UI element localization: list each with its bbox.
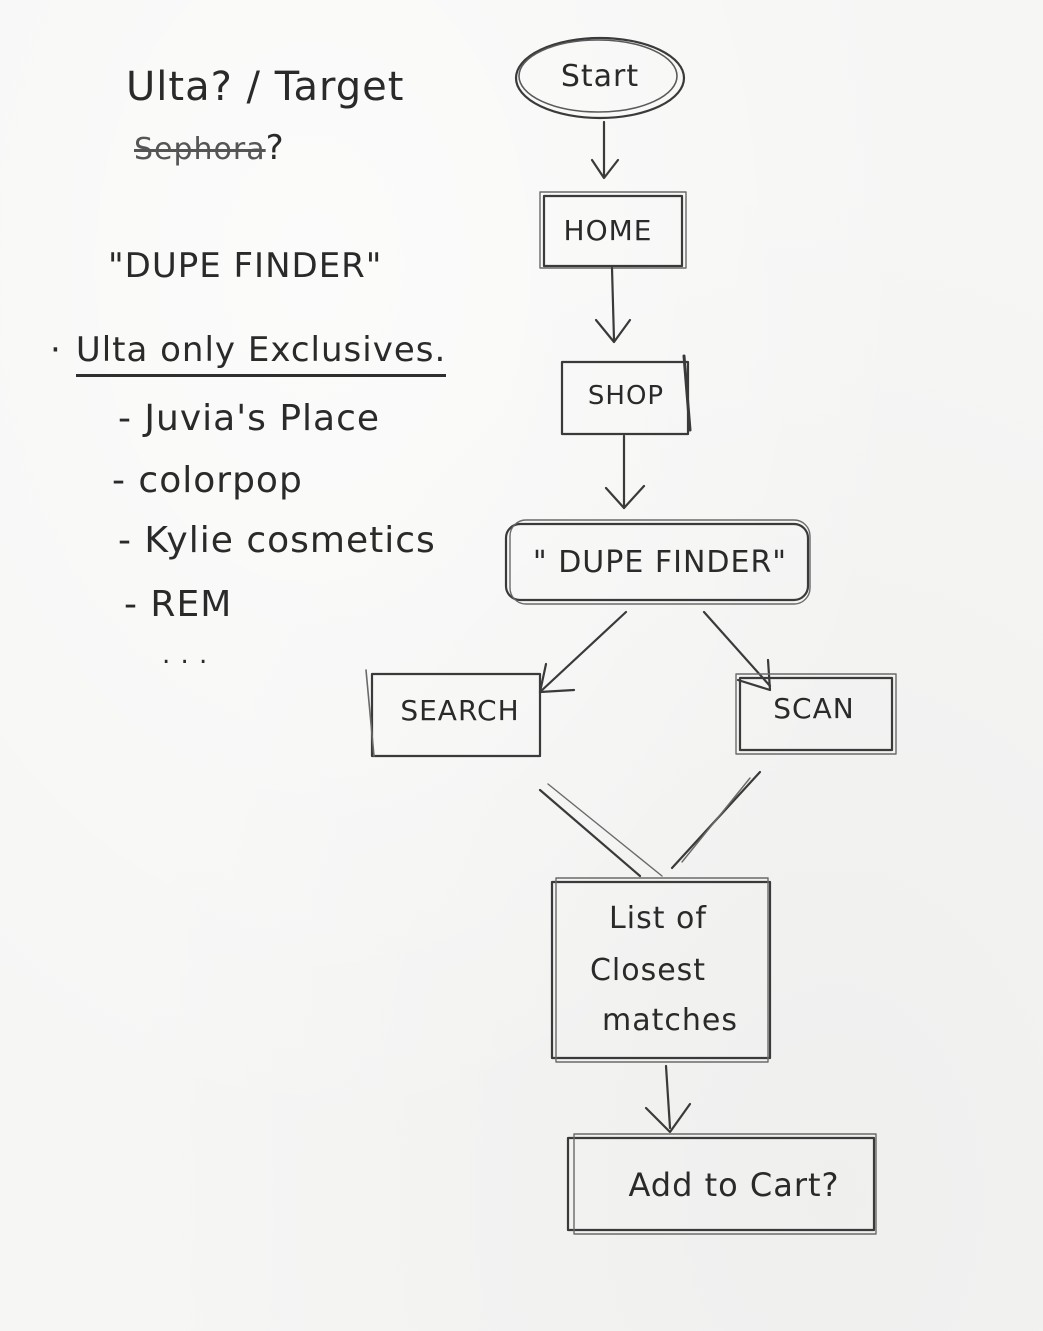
arrow-search-matches [538,788,642,878]
arrow-search-matches-sketch [547,783,663,877]
cart-label: Add to Cart? [628,1166,839,1204]
list-heading-text: Ulta only Exclusives. [75,330,447,377]
sephora-strikethrough: Sephora [134,132,266,167]
store-options-note: Ulta? / Target [126,64,405,110]
crossed-out-question: ? [265,128,285,168]
arrowhead-shop-dupe [604,484,646,510]
shop-box-sketch [682,354,692,432]
start-oval [514,36,686,120]
dupe-finder-label: " DUPE FINDER" [533,545,787,580]
arrow-dupe-search [538,610,628,694]
arrow-home-shop [610,266,616,342]
start-oval-sketch [518,39,678,113]
cart-box [566,1136,876,1232]
dupe-finder-box [504,522,810,602]
matches-label-line1: List of [609,901,707,936]
scan-box [738,676,894,752]
arrow-scan-matches-sketch [681,777,751,863]
dupe-finder-box-sketch [509,519,811,605]
list-ellipsis: . . . [162,640,209,670]
list-item: - Juvia's Place [118,398,381,439]
list-item: - REM [124,584,233,625]
home-box [542,194,684,268]
concept-title: "DUPE FINDER" [108,246,383,286]
arrowhead-home-shop [594,318,632,344]
search-box-sketch [365,669,375,757]
cart-box-sketch [573,1133,877,1235]
arrowhead-start-home [590,158,620,180]
start-label: Start [561,59,639,94]
matches-box-sketch [555,877,769,1063]
list-bullet: · [50,330,62,370]
list-heading: · Ulta only Exclusives. [50,330,447,377]
matches-label-line2: Closest [590,953,706,988]
shop-label: SHOP [588,381,664,411]
arrowhead-dupe-scan [736,658,772,692]
matches-label-line3: matches [602,1003,738,1038]
home-label: HOME [564,214,653,247]
search-box [370,672,542,758]
search-label: SEARCH [400,694,519,727]
arrow-matches-cart [664,1064,672,1130]
list-item: - Kylie cosmetics [118,520,436,561]
matches-box [550,880,772,1060]
arrowhead-matches-cart [644,1102,692,1134]
scan-box-sketch [735,673,897,755]
list-item: - colorpop [112,460,303,501]
scan-label: SCAN [773,692,854,725]
arrow-dupe-scan [702,610,772,688]
crossed-out-note: Sephora? [134,128,285,168]
